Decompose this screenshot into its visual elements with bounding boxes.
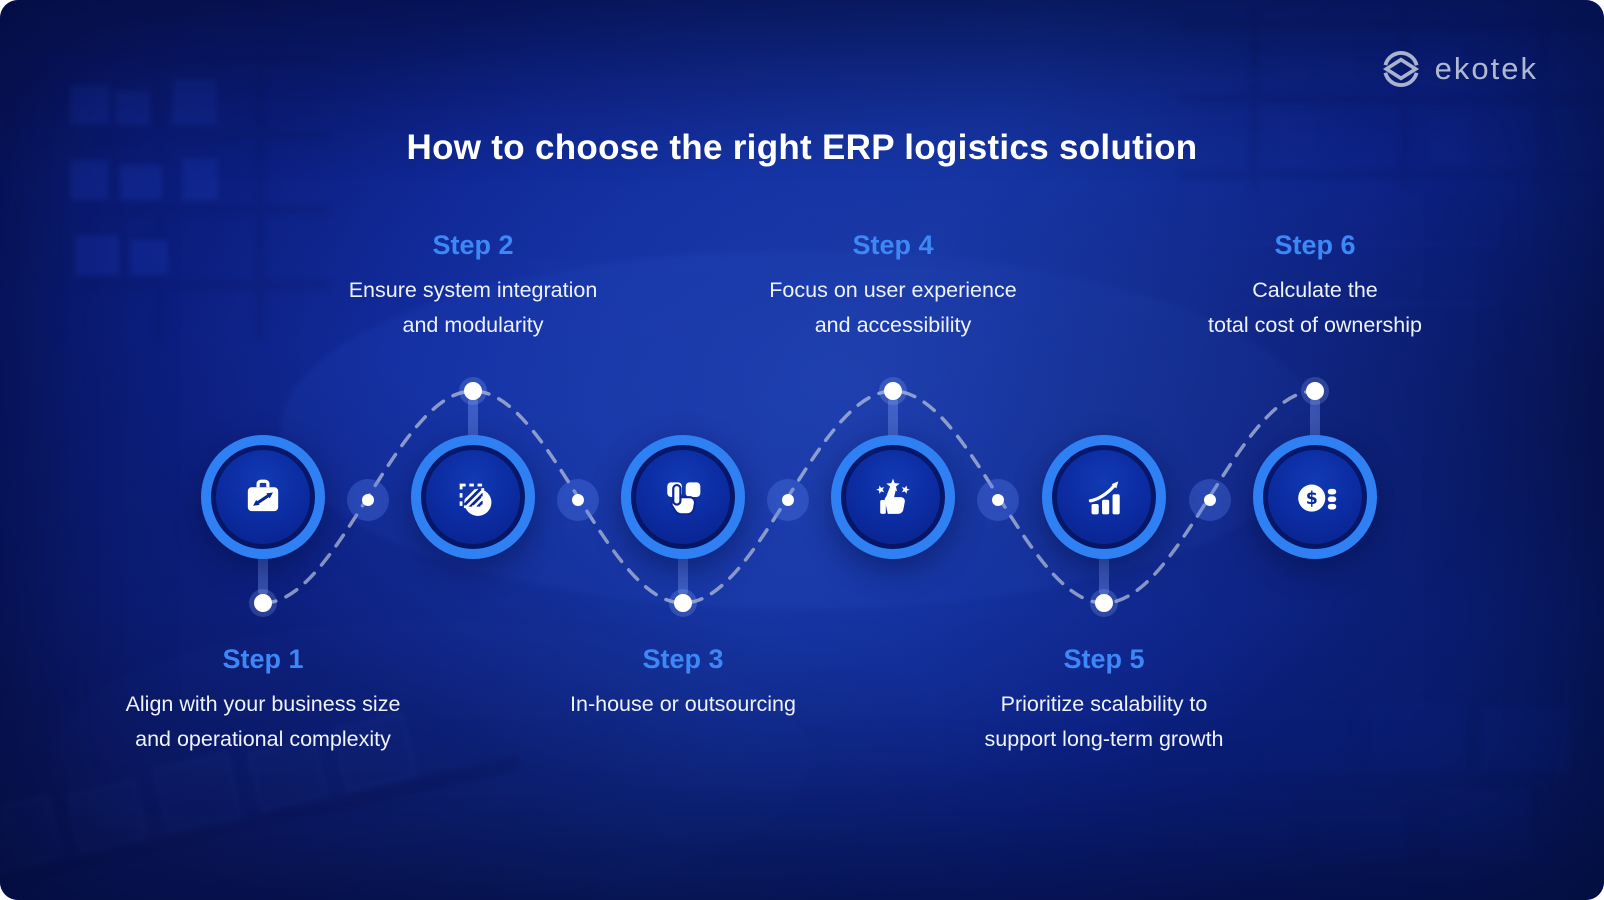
step-5: Step 5 Prioritize scalability to support… [924,0,1284,900]
connector-dot [347,479,389,521]
step-1-text: Step 1 Align with your business size and… [83,644,443,757]
brand-name: ekotek [1434,51,1538,86]
tap-choice-icon [667,482,701,516]
step-2-description: Ensure system integration and modularity [348,278,598,337]
step-2-node-dot [464,382,482,400]
step-3-node-dot [674,594,692,612]
step-6-label: Step 6 [1274,230,1356,260]
step-6-stem [1310,397,1320,441]
step-5-circle [1042,435,1166,559]
step-2: Step 2 Ensure system integration and mod… [293,0,653,900]
ekotek-logo-icon [1382,51,1419,87]
page-title: How to choose the right ERP logistics so… [406,128,1198,167]
thumbs-up-stars-icon [875,478,911,514]
step-6-description: Calculate the total cost of ownership [1208,278,1422,337]
svg-text:$: $ [1306,489,1318,509]
step-2-text: Step 2 Ensure system integration and mod… [293,230,653,343]
connector-dot [1189,479,1231,521]
step-6-text: Step 6 Calculate the total cost of owner… [1135,230,1495,343]
step-5-text: Step 5 Prioritize scalability to support… [924,644,1284,757]
connector-dot [557,479,599,521]
step-5-description: Prioritize scalability to support long-t… [984,692,1224,751]
brand-logo: ekotek [1379,47,1538,91]
growth-chart-icon [1088,481,1120,515]
step-3-stem [678,552,688,596]
step-1-description: Align with your business size and operat… [125,692,401,751]
step-3-description: In-house or outsourcing [570,692,796,716]
step-3-circle [621,435,745,559]
step-6-node-dot [1306,382,1324,400]
step-1-label: Step 1 [222,644,304,674]
step-4-stem [888,397,898,441]
integration-modularity-icon [459,483,492,516]
step-4-text: Step 4 Focus on user experience and acce… [713,230,1073,343]
step-4-description: Focus on user experience and accessibili… [769,278,1017,337]
step-6-circle: $ [1253,435,1377,559]
briefcase-scale-icon [247,479,279,512]
step-1-stem [258,552,268,596]
step-4-node-dot [884,382,902,400]
step-3-text: Step 3 In-house or outsourcing [503,644,863,722]
step-5-stem [1099,552,1109,596]
step-2-circle [411,435,535,559]
step-3: Step 3 In-house or outsourcing [503,0,863,900]
step-5-node-dot [1095,594,1113,612]
connector-dot [977,479,1019,521]
step-1-node-dot [254,594,272,612]
step-6: $ Step 6 Calculate the total cost of own… [1135,0,1495,900]
step-2-stem [468,397,478,441]
step-3-label: Step 3 [642,644,724,674]
step-4-label: Step 4 [852,230,934,260]
step-4: Step 4 Focus on user experience and acce… [713,0,1073,900]
step-4-circle [831,435,955,559]
money-coins-icon: $ [1298,484,1337,512]
step-2-label: Step 2 [432,230,514,260]
step-1: Step 1 Align with your business size and… [83,0,443,900]
step-1-circle [201,435,325,559]
connector-dot [767,479,809,521]
step-5-label: Step 5 [1063,644,1145,674]
